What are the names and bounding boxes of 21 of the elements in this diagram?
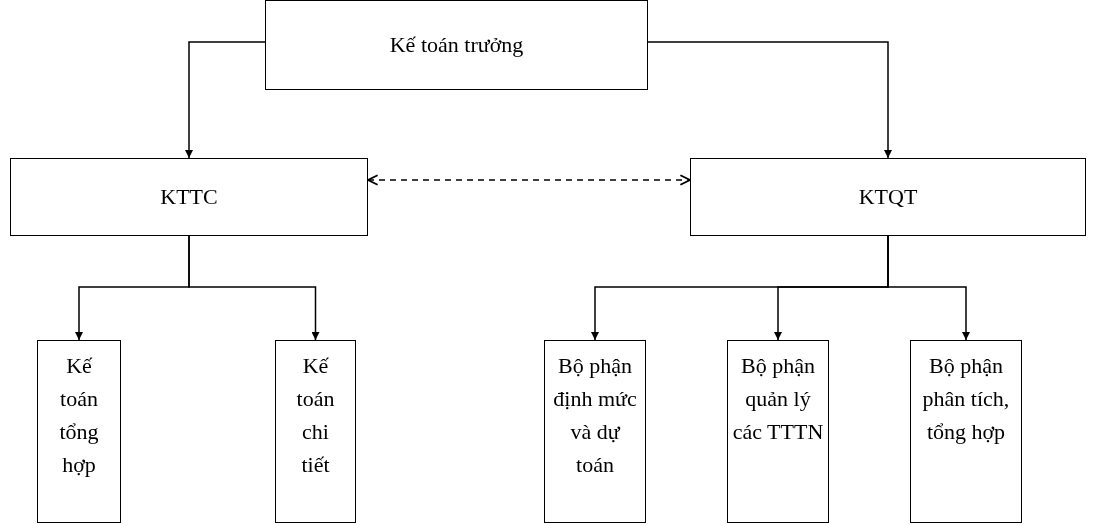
- org-box: [265, 0, 648, 90]
- box-label: Bộ phận phân tích, tổng hợp: [921, 352, 1011, 446]
- arrow: [185, 41, 266, 159]
- arrow: [647, 41, 892, 159]
- dashed-arrow: [367, 174, 691, 186]
- box-label: Kế toán tổng hợp: [58, 352, 100, 479]
- box-label: KTTC: [160, 184, 218, 210]
- box-label: KTQT: [858, 184, 918, 210]
- department-box: [37, 340, 121, 523]
- arrow: [188, 235, 320, 341]
- org-box: [10, 158, 368, 236]
- box-label: Kế toán chi tiết: [295, 352, 336, 479]
- box-label: Kế toán trưởng: [389, 32, 524, 58]
- box-label: Bộ phận định mức và dự toán: [552, 352, 638, 479]
- department-box: [544, 340, 646, 523]
- box-label: Bộ phận quản lý các TTTN: [732, 352, 824, 446]
- org-box: [690, 158, 1086, 236]
- department-box: [727, 340, 829, 523]
- department-box: [910, 340, 1022, 523]
- arrow: [887, 235, 970, 341]
- department-box: [275, 340, 356, 523]
